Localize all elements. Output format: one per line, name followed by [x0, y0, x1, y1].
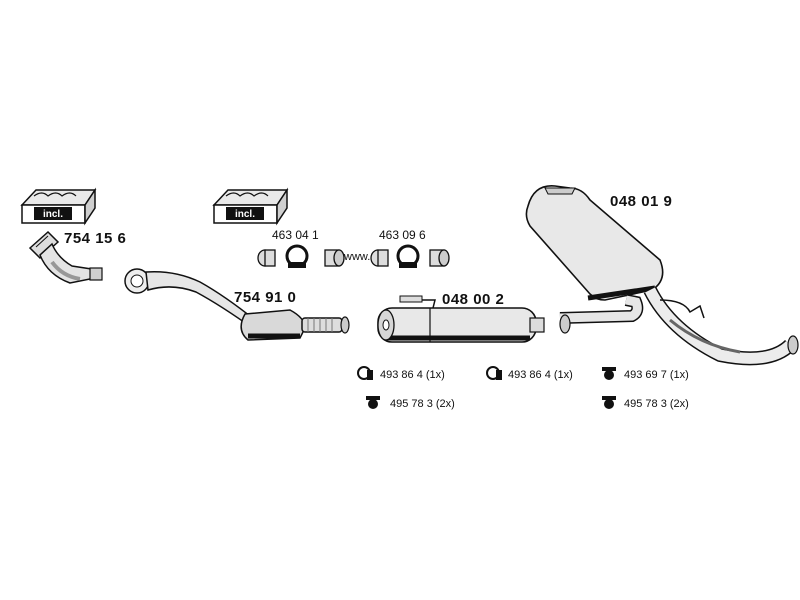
rear-silencer-drawing [525, 185, 799, 366]
front-pipe-drawing [28, 230, 103, 284]
mount-label-3: 493 69 7 (1x) [624, 369, 689, 381]
catalyst-number: 754 91 0 [234, 289, 297, 306]
gasket-kit-icon-1: incl. [20, 187, 97, 226]
clamp-icon-2 [486, 366, 502, 380]
kit-2-label: incl. [235, 209, 255, 220]
mount-label-1: 493 86 4 (1x) [380, 369, 445, 381]
rear-silencer-number: 048 01 9 [610, 193, 673, 210]
gasket-kit-icon-2: incl. [212, 187, 289, 226]
kit-1-label: incl. [43, 209, 63, 220]
mount-label-4: 495 78 3 (2x) [390, 398, 455, 410]
clamp-b-number: 463 09 6 [379, 228, 426, 242]
clamp-set-1 [257, 244, 345, 268]
clamp-icon-1 [357, 366, 373, 380]
clamp-a-number: 463 04 1 [272, 228, 319, 242]
mount-label-2: 493 86 4 (1x) [508, 369, 573, 381]
clamp-set-2 [370, 244, 450, 268]
rubber-mount-icon-3 [602, 396, 616, 409]
clamp-separator: www. [344, 251, 371, 263]
middle-silencer-number: 048 00 2 [442, 291, 505, 308]
rubber-mount-icon-2 [602, 367, 616, 380]
middle-silencer-drawing [377, 295, 545, 343]
front-pipe-number: 754 15 6 [64, 230, 127, 247]
catalyst-drawing [124, 268, 350, 341]
rubber-mount-icon-1 [366, 396, 380, 409]
mount-label-5: 495 78 3 (2x) [624, 398, 689, 410]
